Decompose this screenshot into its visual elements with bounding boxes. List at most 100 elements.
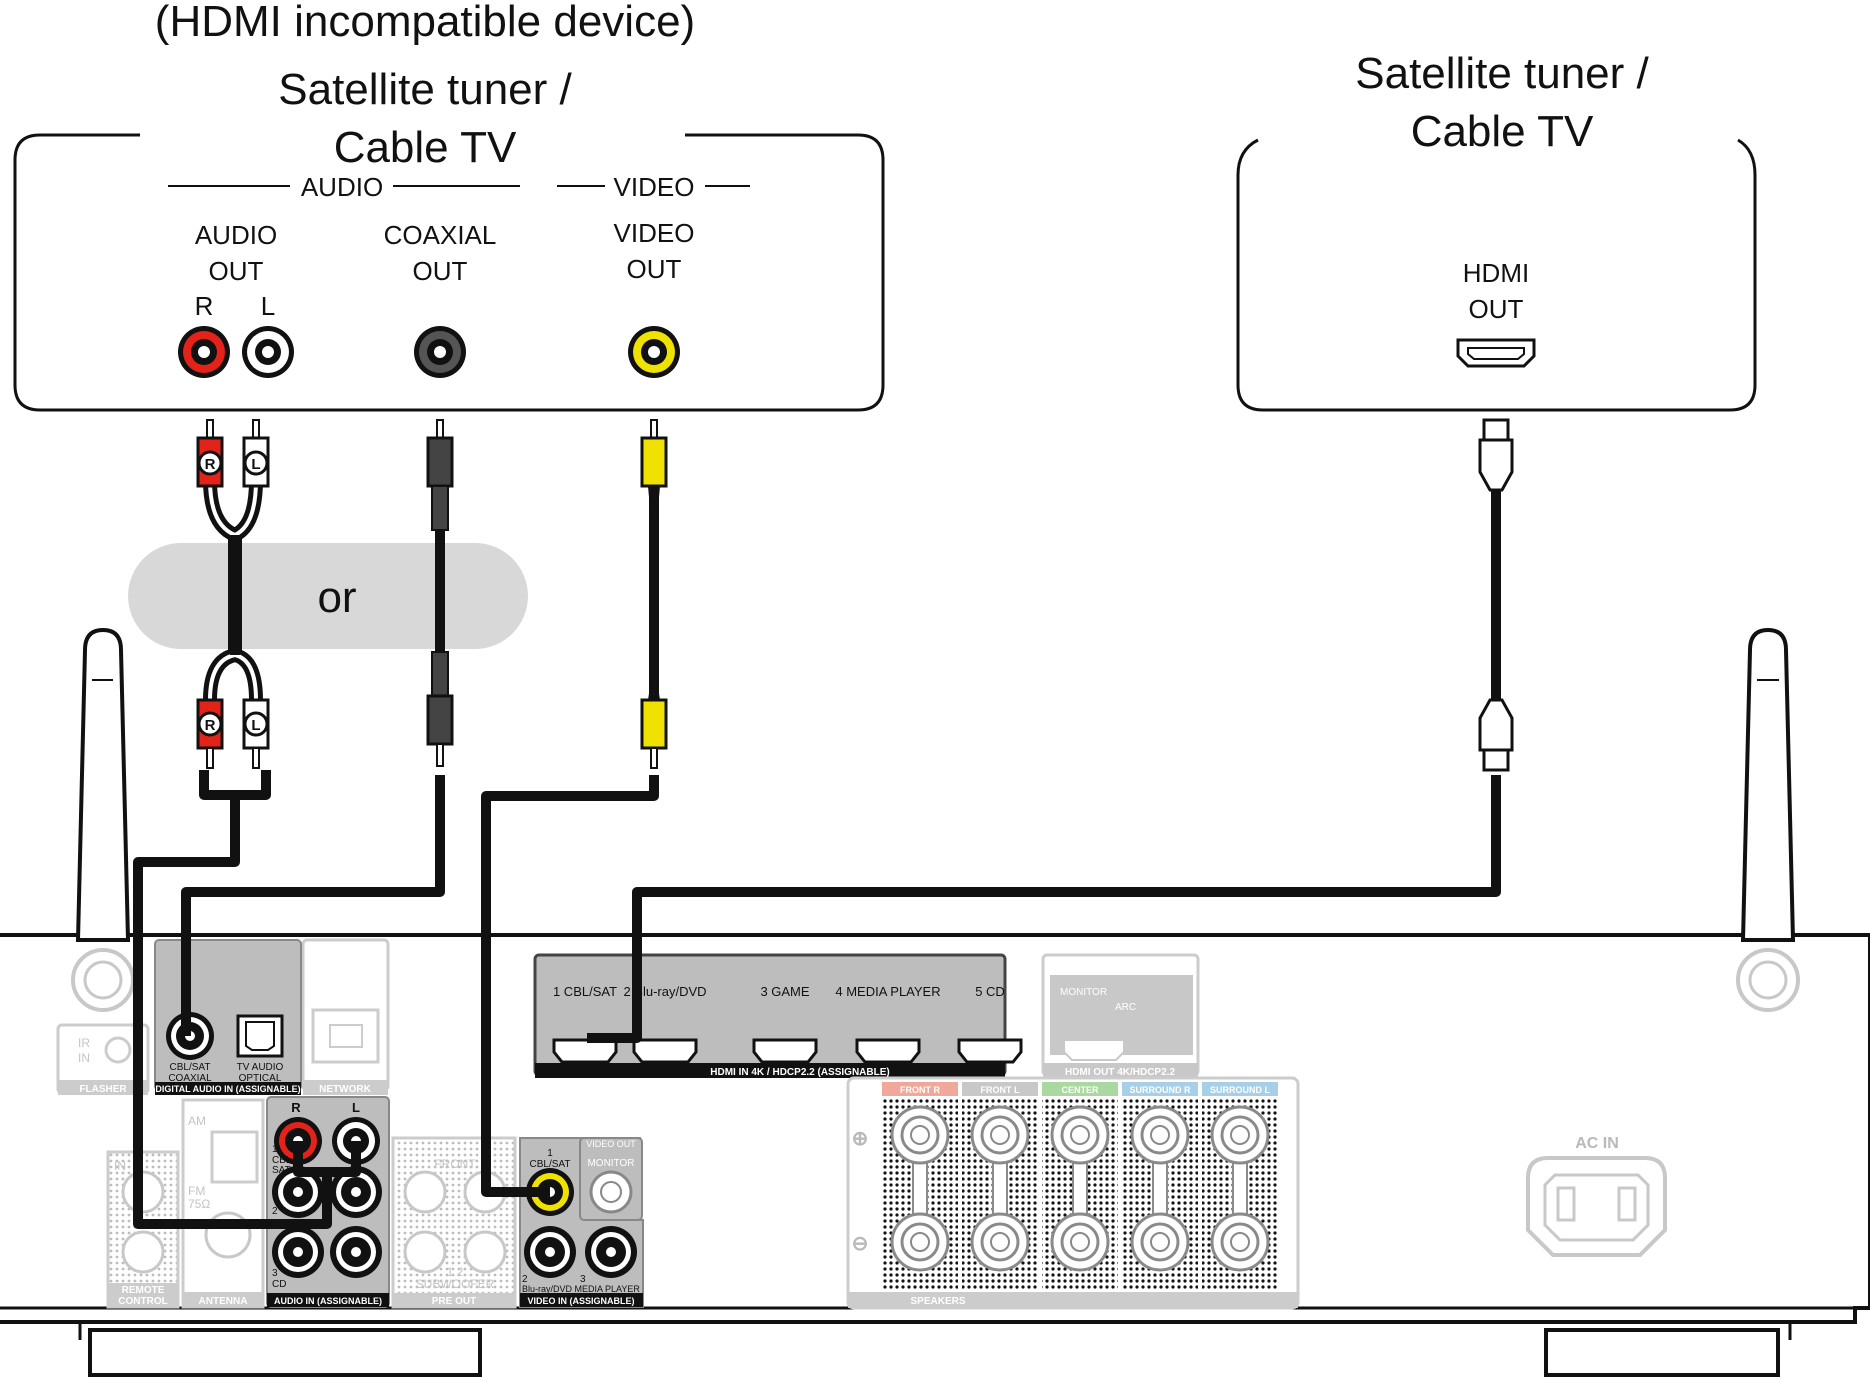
analog-rca-cable-assembly: R L R L: [196, 419, 270, 769]
speaker-label-2: FRONT L: [981, 1085, 1020, 1095]
video-out-jack: [628, 326, 680, 378]
audio-in-1-label: 1: [272, 1144, 278, 1155]
audio-in-l-label: L: [352, 1100, 360, 1115]
network-section: NETWORK: [301, 938, 390, 1095]
remote-label-line1: REMOTE: [122, 1285, 165, 1296]
speakers-section: ⊕ ⊖ FRONT R FRONT L CENTER SURROUND R SURROU…: [846, 1076, 1300, 1310]
audio-out-r-jack: [178, 326, 230, 378]
left-device: (HDMI incompatible device) Satellite tun…: [13, 0, 885, 412]
analog-audio-cable: [199, 770, 271, 800]
video-in-3-label: 3: [580, 1274, 586, 1285]
top-l-plug-label: L: [251, 456, 260, 473]
right-device-title-line2: Cable TV: [1411, 107, 1594, 156]
speaker-terminal-2-plus: [970, 1105, 1030, 1165]
speaker-terminal-5-plus: [1210, 1105, 1270, 1165]
fm-label-line2: 75Ω: [188, 1197, 210, 1211]
digital-audio-in-section: CBL/SAT COAXIAL TV AUDIO OPTICAL DIGITAL…: [154, 939, 302, 1095]
video-in-1-name: CBL/SAT: [530, 1159, 571, 1170]
remote-label-line2: CONTROL: [118, 1296, 167, 1307]
antenna-label: ANTENNA: [199, 1296, 248, 1307]
hdmi-out-label-line1: HDMI: [1463, 258, 1529, 288]
remote-in-label: IN: [114, 1159, 126, 1173]
video-in-2-3-names: Blu-ray/DVD MEDIA PLAYER: [522, 1284, 640, 1294]
ir-in-label-line2: IN: [78, 1051, 90, 1065]
left-device-title-line2: Cable TV: [334, 123, 517, 172]
speaker-terminal-3-plus: [1050, 1105, 1110, 1165]
bottom-r-plug-label: R: [205, 717, 216, 734]
left-antenna: [75, 627, 131, 942]
channel-l-label: L: [261, 291, 275, 321]
speaker-label-bg-1: [882, 1082, 958, 1096]
speaker-label-bg-3: [1042, 1082, 1118, 1096]
flasher-label: FLASHER: [79, 1084, 127, 1095]
pre-out-subwoofer-label: SUBWOOFER: [416, 1277, 495, 1291]
hdmi-in-port-2: [632, 1038, 698, 1064]
pre-out-sub-numbers: 1 2: [447, 1265, 464, 1279]
right-device-box: [1236, 138, 1757, 412]
audio-in-r-label: R: [291, 1100, 301, 1115]
video-cable: [481, 775, 659, 1197]
coaxial-out-jack: [414, 326, 466, 378]
am-label: AM: [188, 1114, 206, 1128]
coaxial-out-label-line1: COAXIAL: [384, 220, 497, 250]
speaker-label-4: SURROUND R: [1129, 1085, 1191, 1095]
bottom-l-plug: L: [242, 698, 270, 769]
speaker-label-bg-2: [962, 1082, 1038, 1096]
speaker-terminal-5-minus: [1210, 1212, 1270, 1272]
right-antenna: [1740, 627, 1796, 942]
ac-in-label: AC IN: [1575, 1135, 1619, 1152]
speakers-label: SPEAKERS: [910, 1296, 965, 1307]
hdmi-in-port-label-2: 2 Blu-ray/DVD: [623, 984, 706, 999]
hdmi-in-port-label-4: 4 MEDIA PLAYER: [835, 984, 940, 999]
ir-in-label-line1: IR: [78, 1036, 90, 1050]
speaker-plus-symbol: ⊕: [852, 1128, 869, 1150]
hdmi-in-port-3: [752, 1038, 818, 1064]
audio-in-3-label: 3: [272, 1268, 278, 1279]
hdmi-out-port: [1456, 338, 1536, 368]
video-cable-assembly: [640, 419, 668, 769]
video-in-2-label: 2: [522, 1274, 528, 1285]
network-label: NETWORK: [319, 1084, 371, 1095]
hdmi-out-section: MONITOR ARC HDMI OUT 4K/HDCP2.2: [1041, 953, 1200, 1078]
hdmi-out-section-label: HDMI OUT 4K/HDCP2.2: [1065, 1067, 1175, 1078]
video-out-monitor-label: MONITOR: [587, 1158, 634, 1169]
top-l-plug: L: [242, 419, 270, 488]
speaker-terminal-4-minus: [1130, 1212, 1190, 1272]
video-out-label-line2: OUT: [627, 254, 682, 284]
video-group-label: VIDEO: [614, 172, 695, 202]
left-device-title-line1: Satellite tuner /: [278, 65, 572, 114]
video-in-1-label: 1: [547, 1148, 553, 1159]
left-device-box: [13, 133, 885, 412]
audio-out-label-line1: AUDIO: [195, 220, 277, 250]
hdmi-cable-assembly: [1478, 418, 1514, 772]
speaker-label-1: FRONT R: [900, 1085, 940, 1095]
audio-out-l-jack: [242, 326, 294, 378]
device-note: (HDMI incompatible device): [155, 0, 695, 46]
coaxial-out-label-line2: OUT: [413, 256, 468, 286]
speaker-terminal-1-plus: [890, 1105, 950, 1165]
speaker-label-3: CENTER: [1061, 1085, 1099, 1095]
optical-in-label-line2: OPTICAL: [239, 1073, 282, 1084]
speaker-terminal-4-plus: [1130, 1105, 1190, 1165]
video-in-label: VIDEO IN (ASSIGNABLE): [527, 1296, 634, 1306]
audio-in-1-name-line1: CBL/: [272, 1155, 294, 1166]
coaxial-cable: [181, 775, 445, 1036]
speaker-minus-symbol: ⊖: [852, 1233, 869, 1255]
speaker-label-5: SURROUND L: [1210, 1085, 1271, 1095]
hdmi-in-port-4: [855, 1038, 921, 1064]
hdmi-cable: [587, 775, 1501, 1043]
audio-out-label-line2: OUT: [209, 256, 264, 286]
top-r-plug-label: R: [205, 456, 216, 473]
top-r-plug: R: [196, 419, 224, 488]
remote-control-section: IN REMOTE CONTROL: [106, 1150, 180, 1309]
hdmi-in-port-label-1: 1 CBL/SAT: [553, 984, 617, 999]
audio-in-3-name: CD: [272, 1279, 286, 1290]
right-device-title-line1: Satellite tuner /: [1355, 49, 1649, 98]
video-out-label: VIDEO OUT: [586, 1139, 636, 1149]
speaker-label-bg-4: [1122, 1082, 1198, 1096]
optical-in-label-line1: TV AUDIO: [237, 1062, 284, 1073]
speaker-label-bg-5: [1202, 1082, 1278, 1096]
video-out-label-line1: VIDEO: [614, 218, 695, 248]
cables: [133, 770, 1501, 1229]
